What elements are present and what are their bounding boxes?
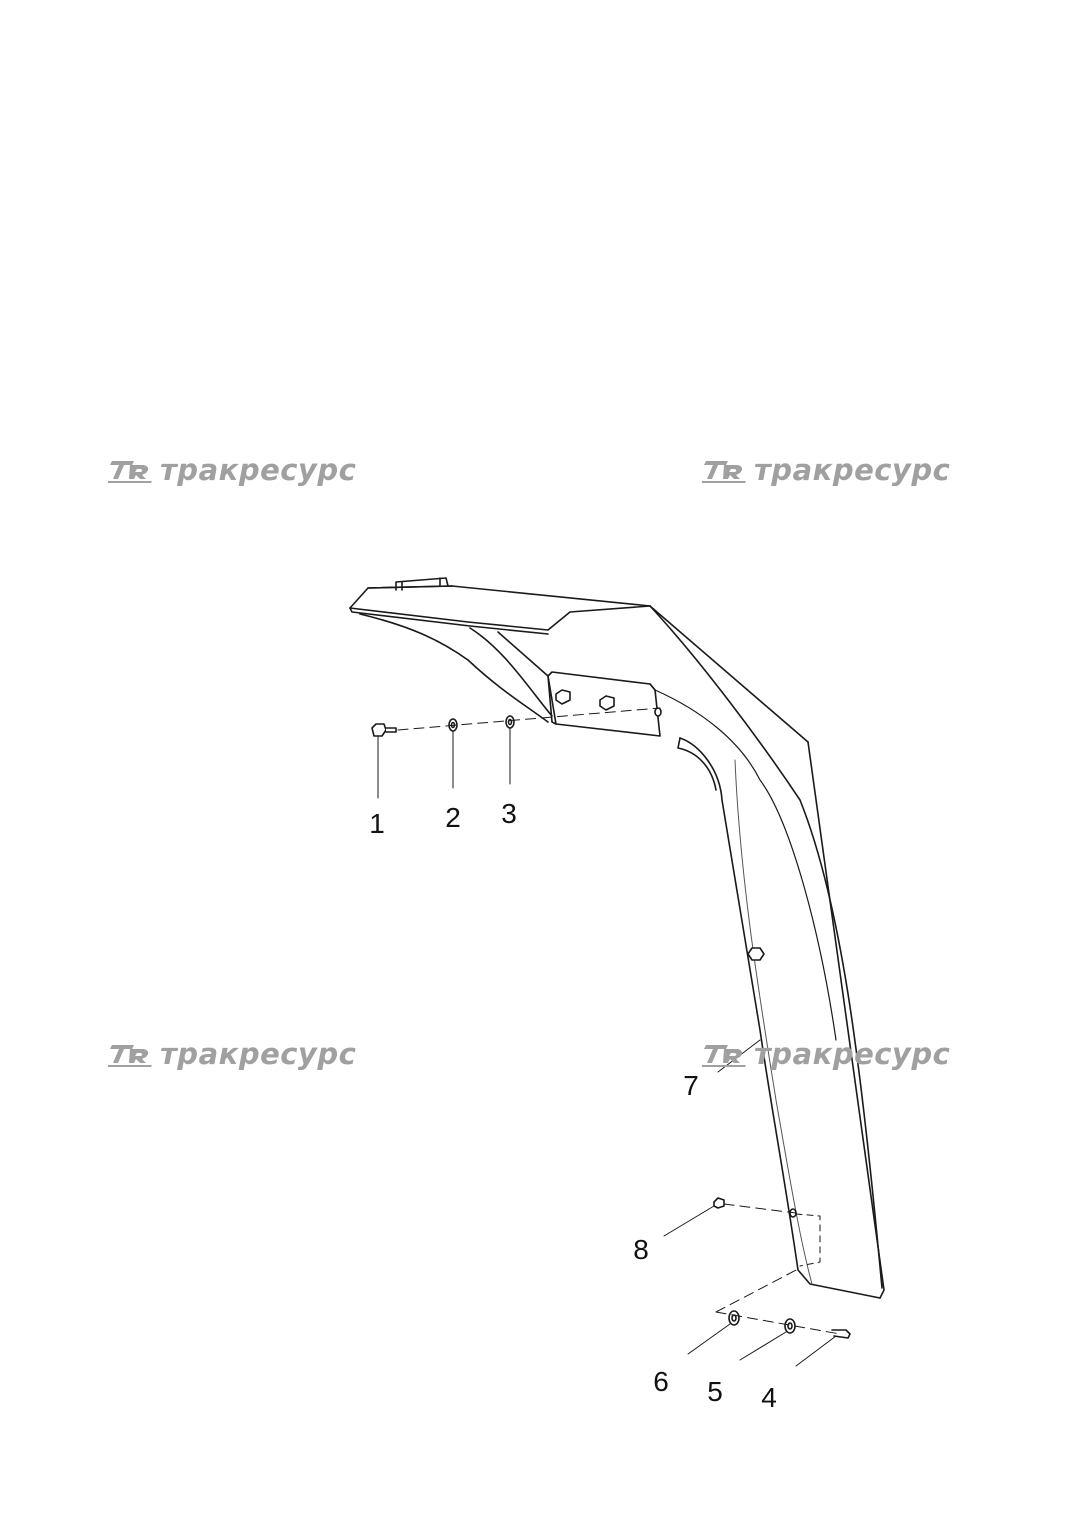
tr-logo-icon [108, 1045, 152, 1067]
fender-top-panel [349, 585, 809, 743]
upper-hardware [371, 715, 515, 737]
callout-5: 5 [707, 1376, 723, 1407]
callout-7: 7 [683, 1070, 699, 1101]
watermark-top-right: тракресурс [702, 452, 950, 488]
fender-outer-edge [649, 605, 885, 1299]
callout-6: 6 [653, 1366, 669, 1397]
upper-assembly-axis [397, 707, 661, 731]
watermark-bottom-left: тракресурс [108, 1036, 356, 1072]
top-clip [395, 577, 449, 591]
fender-inner-edge [654, 689, 881, 1299]
tr-logo-icon [108, 461, 152, 483]
callout-4: 4 [761, 1382, 777, 1413]
tr-logo-icon [702, 461, 746, 483]
watermark-text: тракресурс [160, 453, 357, 487]
watermark-text: тракресурс [754, 1037, 951, 1071]
fender-inner-skirt [359, 613, 553, 723]
fender-side-bolt [747, 947, 765, 961]
lower-assembly-axis [715, 1203, 841, 1335]
watermark-text: тракресурс [160, 1037, 357, 1071]
callout-1: 1 [369, 808, 385, 839]
tr-logo-icon [702, 1045, 746, 1067]
callout-2: 2 [445, 802, 461, 833]
bracket-bolts [555, 689, 662, 717]
watermark-text: тракресурс [754, 453, 951, 487]
lower-hardware [713, 1197, 851, 1339]
watermark-top-left: тракресурс [108, 452, 356, 488]
mud-flap-bracket [795, 1213, 821, 1267]
watermark-bottom-right: тракресурс [702, 1036, 950, 1072]
callout-3: 3 [501, 798, 517, 829]
callout-8: 8 [633, 1234, 649, 1265]
